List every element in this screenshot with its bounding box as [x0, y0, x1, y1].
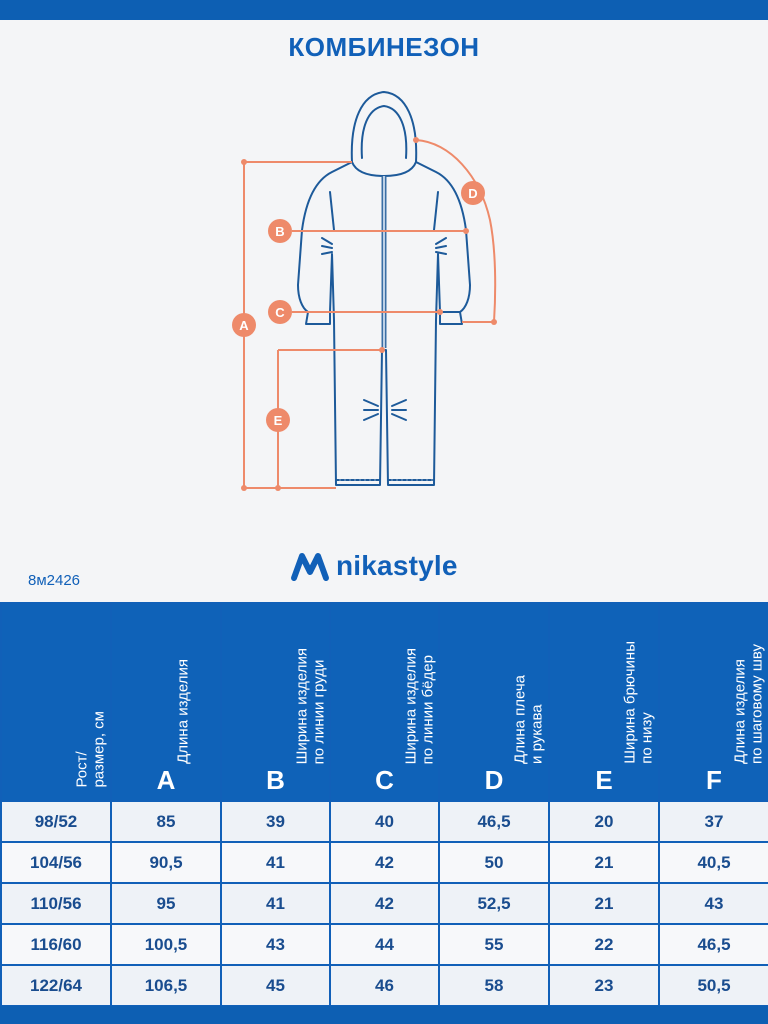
table-cell: 95 — [110, 882, 222, 925]
table-cell: 21 — [548, 882, 660, 925]
table-cell: 23 — [548, 964, 660, 1007]
table-cell: 50,5 — [658, 964, 768, 1007]
marker-a-label: A — [239, 318, 249, 333]
header-label: Длина изделия по шаговому шву — [731, 644, 766, 764]
header-label: Рост/ размер, см — [73, 711, 108, 788]
marker-e-label: E — [274, 413, 283, 428]
table-cell: 50 — [438, 841, 550, 884]
table-cell: 40 — [329, 800, 440, 843]
table-cell: 43 — [220, 923, 331, 966]
table-cell: 58 — [438, 964, 550, 1007]
brand-logo: nikastyle — [290, 546, 458, 586]
table-cell: 40,5 — [658, 841, 768, 884]
header-label: Ширина изделия по линии груди — [292, 647, 327, 764]
header-label: Ширина изделия по линии бёдер — [401, 647, 436, 764]
table-cell: 55 — [438, 923, 550, 966]
marker-c-label: C — [275, 305, 285, 320]
marker-a: A — [232, 313, 256, 337]
marker-c: C — [268, 300, 292, 324]
nikastyle-logo-icon — [291, 553, 329, 581]
header-letter: B — [266, 765, 285, 795]
table-cell: 43 — [658, 882, 768, 925]
table-cell: 41 — [220, 841, 331, 884]
table-cell: 20 — [548, 800, 660, 843]
jumpsuit-diagram: A B C D E — [232, 91, 497, 491]
marker-e: E — [266, 408, 290, 432]
table-cell: 110/56 — [0, 882, 112, 925]
table-cell: 42 — [329, 882, 440, 925]
table-cell: 100,5 — [110, 923, 222, 966]
table-row: 110/56 95 41 42 52,5 21 43 — [0, 882, 768, 925]
header-label: Длина плеча и рукава — [511, 675, 546, 764]
brand-name: nikastyle — [336, 550, 458, 581]
page-title: КОМБИНЕЗОН — [288, 32, 480, 62]
header-size: Рост/ размер, см — [0, 602, 112, 802]
header-label: Длина изделия — [174, 659, 192, 764]
bottom-bar — [0, 1006, 768, 1024]
table-cell: 39 — [220, 800, 331, 843]
table-cell: 116/60 — [0, 923, 112, 966]
table-cell: 85 — [110, 800, 222, 843]
table-cell: 22 — [548, 923, 660, 966]
table-cell: 45 — [220, 964, 331, 1007]
table-cell: 46,5 — [658, 923, 768, 966]
marker-d-label: D — [468, 186, 477, 201]
table-cell: 21 — [548, 841, 660, 884]
table-cell: 104/56 — [0, 841, 112, 884]
header-letter: E — [595, 765, 613, 795]
header-letter: D — [484, 765, 504, 795]
header-label: Ширина брючины по низу — [621, 641, 656, 764]
table-cell: 90,5 — [110, 841, 222, 884]
table-row: 122/64 106,5 45 46 58 23 50,5 — [0, 964, 768, 1007]
table-cell: 46 — [329, 964, 440, 1007]
table-row: 98/52 85 39 40 46,5 20 37 — [0, 800, 768, 843]
header-letter: F — [706, 765, 722, 795]
marker-d: D — [461, 181, 485, 205]
article-number: 8м2426 — [28, 572, 81, 589]
table-cell: 106,5 — [110, 964, 222, 1007]
top-bar — [0, 0, 768, 20]
table-row: 104/56 90,5 41 42 50 21 40,5 — [0, 841, 768, 884]
table-cell: 46,5 — [438, 800, 550, 843]
table-cell: 41 — [220, 882, 331, 925]
header-letter: A — [156, 765, 176, 795]
table-cell: 44 — [329, 923, 440, 966]
table-cell: 37 — [658, 800, 768, 843]
table-cell: 98/52 — [0, 800, 112, 843]
marker-b-label: B — [275, 224, 284, 239]
marker-b: B — [268, 219, 292, 243]
table-cell: 42 — [329, 841, 440, 884]
table-cell: 122/64 — [0, 964, 112, 1007]
table-cell: 52,5 — [438, 882, 550, 925]
table-row: 116/60 100,5 43 44 55 22 46,5 — [0, 923, 768, 966]
header-letter: C — [375, 765, 394, 795]
